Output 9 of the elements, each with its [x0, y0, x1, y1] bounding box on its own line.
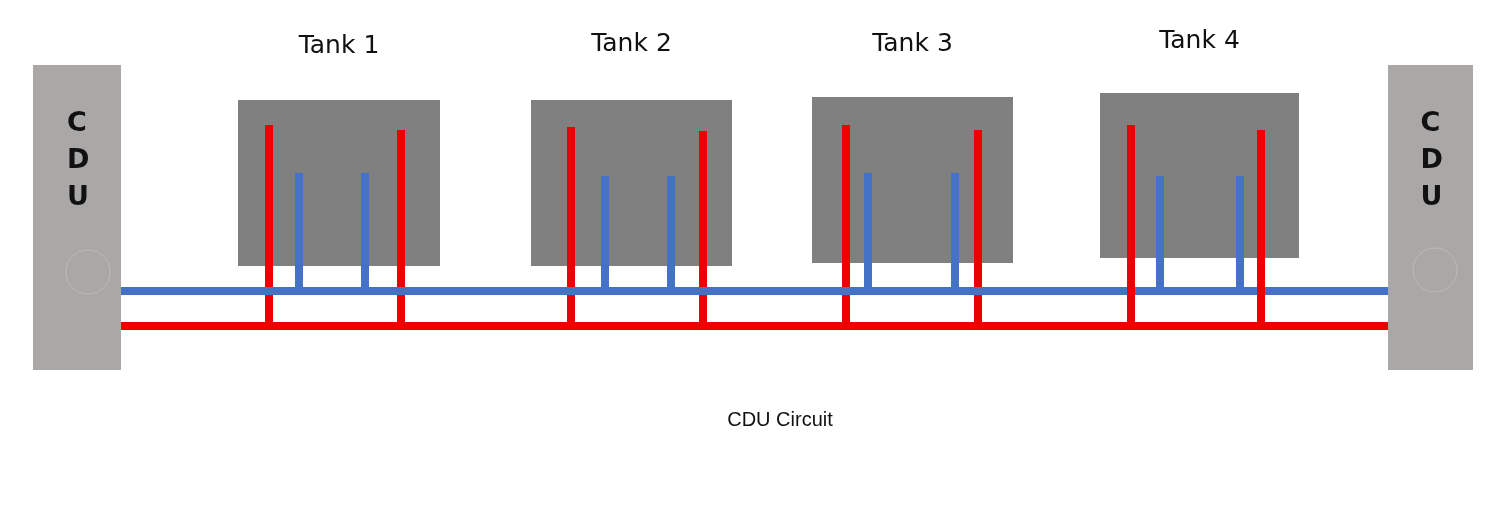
tank-label: Tank 1	[297, 30, 381, 59]
unit-label: C D U	[67, 105, 87, 213]
unit-label: C D U	[1420, 105, 1441, 213]
tank-label: Tank 3	[871, 28, 954, 57]
tank-label: Tank 4	[1158, 25, 1241, 54]
cdu-unit	[33, 65, 121, 370]
cdu-unit	[1388, 65, 1473, 370]
tank-label: Tank 2	[590, 28, 673, 57]
caption: CDU Circuit	[726, 408, 834, 431]
